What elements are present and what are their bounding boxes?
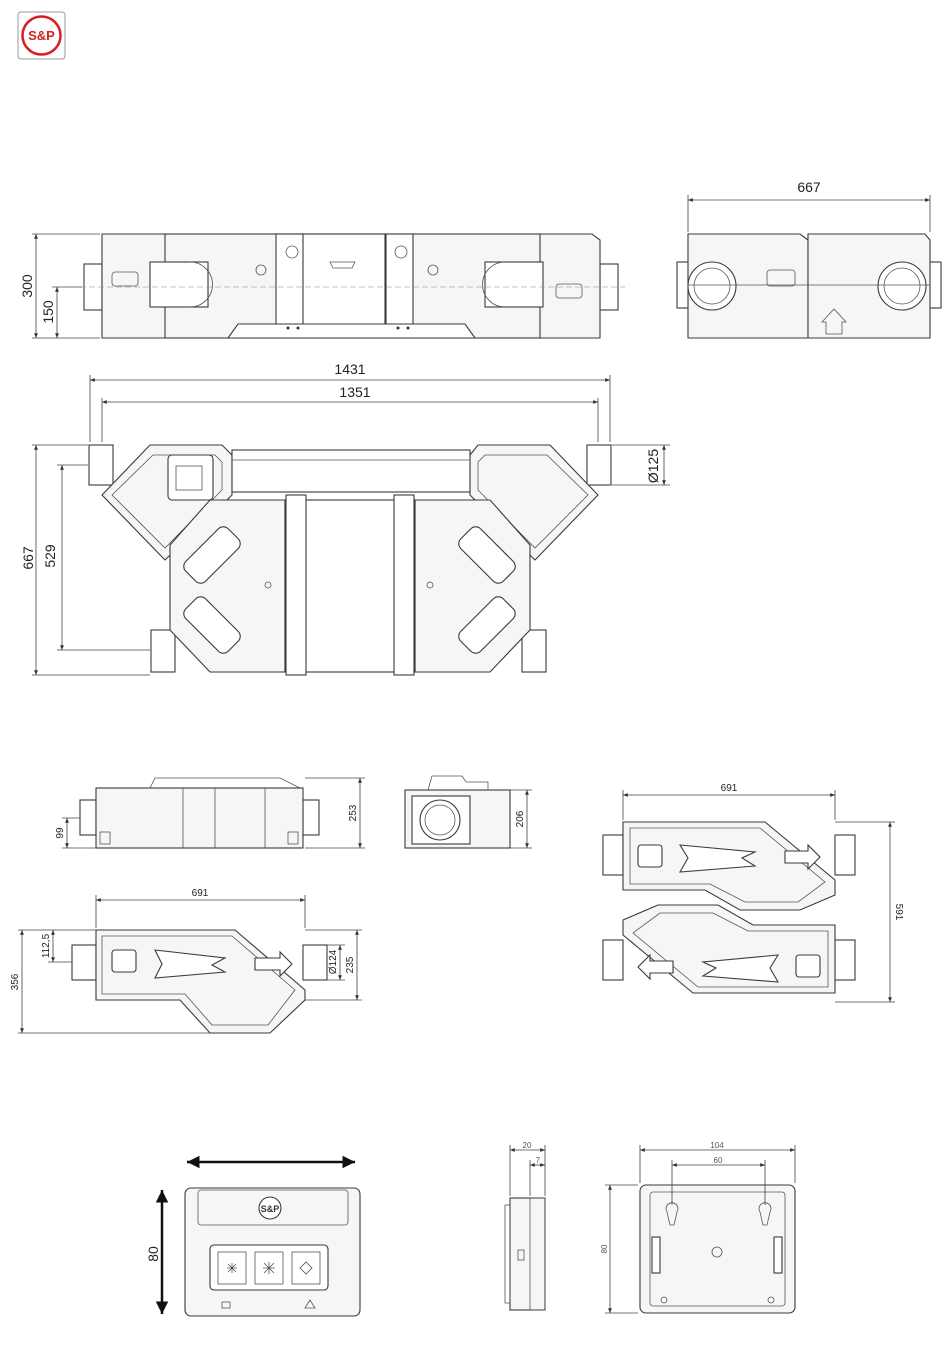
compact-side-spigot-height-label: 99 xyxy=(55,827,66,839)
compact-unit-end-view: 206 xyxy=(405,776,532,848)
compact-unit-side-view: 253 99 xyxy=(55,778,365,848)
controller-side-step-label: 7 xyxy=(536,1156,541,1165)
compact-end-height-label: 206 xyxy=(515,810,526,827)
plan-inner-length-label: 1351 xyxy=(339,384,370,400)
compact-side-height-label: 253 xyxy=(348,804,359,821)
controller-side-view: 20 7 xyxy=(505,1141,545,1310)
controller-back-height-label: 80 xyxy=(600,1244,609,1253)
main-unit-front-view: 300 150 xyxy=(19,234,625,338)
controller-logo-text: S&P xyxy=(261,1204,280,1214)
top-view-width-label: 667 xyxy=(797,179,821,195)
logo-text: S&P xyxy=(28,28,55,43)
main-unit-plan-view: 1431 1351 667 529 Ø125 xyxy=(20,361,670,675)
compact-double-length-label: 691 xyxy=(721,783,738,794)
controller-back-hole-spacing-label: 60 xyxy=(714,1156,723,1165)
compact-plan-width-label: 235 xyxy=(345,956,356,973)
compact-plan-spigot-offset-label: 112,5 xyxy=(41,933,52,958)
controller-side-depth-label: 20 xyxy=(523,1141,532,1150)
controller-back-width-label: 104 xyxy=(710,1141,724,1150)
compact-plan-length-label: 691 xyxy=(192,888,209,899)
compact-plan-total-width-label: 356 xyxy=(10,973,21,990)
controller-back-view: 104 60 80 xyxy=(600,1141,795,1313)
compact-double-height-label: 591 xyxy=(893,904,904,921)
plan-total-length-label: 1431 xyxy=(334,361,365,377)
front-view-height-label: 300 xyxy=(19,274,35,298)
front-view-axis-label: 150 xyxy=(40,300,56,324)
plan-spigot-offset-label: 529 xyxy=(42,544,58,568)
compact-unit-double-view: 691 591 xyxy=(603,783,904,1002)
plan-depth-label: 667 xyxy=(20,546,36,570)
controller-front-height-label: 80 xyxy=(145,1246,161,1262)
compact-unit-plan-view: 691 356 112,5 Ø124 235 xyxy=(10,888,362,1033)
main-unit-side-view: 667 xyxy=(677,179,941,338)
controller-front-view: S&P 80 xyxy=(145,1162,360,1316)
plan-duct-diameter-label: Ø125 xyxy=(645,449,661,483)
compact-plan-duct-diameter-label: Ø124 xyxy=(328,949,339,974)
brand-logo: S&P xyxy=(18,12,65,59)
